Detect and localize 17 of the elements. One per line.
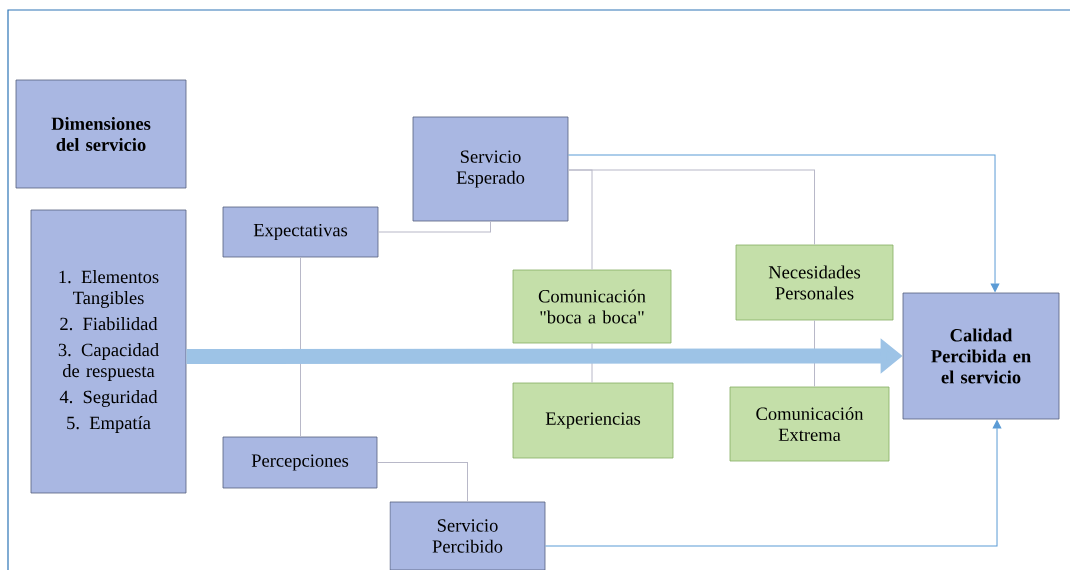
connector-line (300, 256, 301, 438)
factor-box: Necesidades Personales (735, 244, 894, 321)
factor-box: Comunicación "boca a boca" (512, 269, 672, 344)
heading-box: Dimensiones del servicio (15, 79, 187, 189)
factor-box: Comunicación Extrema (729, 386, 890, 462)
connector-line (377, 220, 491, 233)
process-box: Servicio Esperado (412, 116, 569, 222)
factor-box: Experiencias (512, 382, 674, 459)
result-box: Calidad Percibida en el servicio (902, 292, 1060, 420)
process-box: Servicio Percibido (389, 501, 546, 570)
arrow (567, 154, 1000, 292)
process-box: Expectativas (222, 206, 379, 258)
list-box: 1. Elementos Tangibles 2. Fiabilidad 3. Capacidad de respuesta 4. Seguridad 5. Empatía (30, 209, 187, 494)
process-box: Percepciones (222, 436, 378, 489)
connector-line (376, 462, 468, 503)
connector-line (567, 169, 815, 246)
arrow (544, 420, 1002, 547)
